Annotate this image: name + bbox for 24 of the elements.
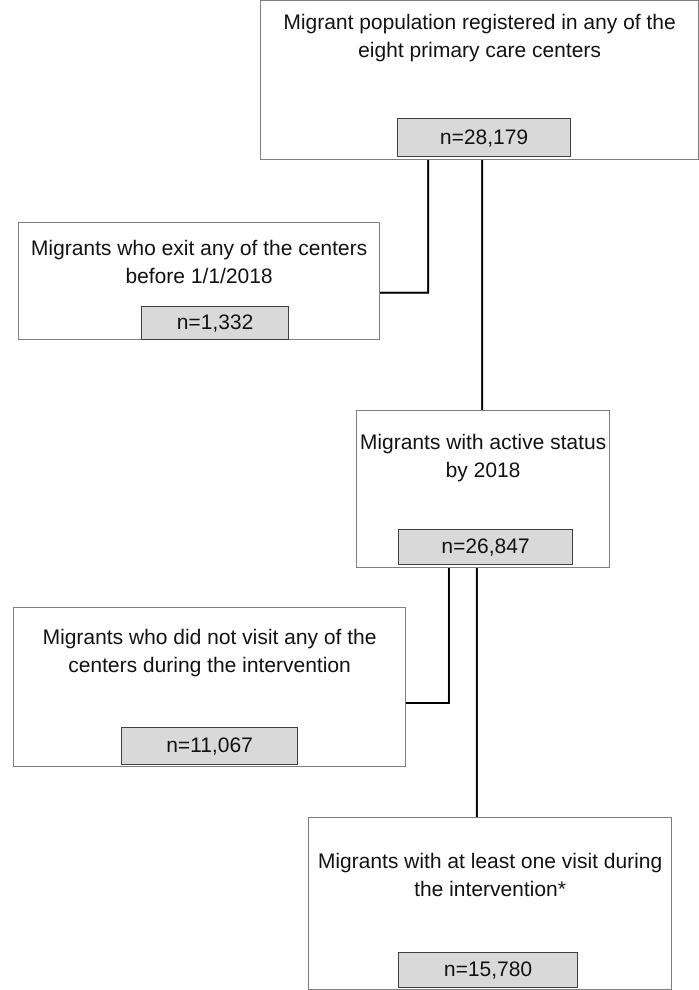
box-heading: Migrants who exit any of the centers before 1/1/2018	[30, 236, 368, 290]
box-heading: Migrants with active status by 2018	[359, 430, 607, 484]
count-label: n=15,780	[444, 957, 532, 984]
count-label: n=28,179	[440, 124, 528, 151]
process-box	[18, 222, 380, 340]
count-label: n=11,067	[166, 733, 253, 760]
count-box	[141, 306, 289, 340]
process-box	[356, 410, 610, 568]
connector-line	[476, 568, 478, 817]
count-box	[121, 727, 298, 765]
box-heading: Migrants who did not visit any of the centers during the intervention	[42, 625, 378, 680]
count-box	[397, 118, 571, 157]
count-label: n=26,847	[441, 534, 530, 560]
process-box	[308, 817, 672, 990]
box-heading: Migrant population registered in any of the eight primary care centers	[282, 10, 677, 64]
box-heading: Migrants with at least one visit during the intervention*	[316, 849, 664, 904]
connector-line	[380, 160, 430, 294]
connector-line	[481, 160, 484, 410]
process-box	[260, 0, 699, 160]
count-box	[398, 529, 573, 565]
count-box	[398, 952, 578, 988]
process-box	[13, 607, 406, 767]
count-label: n=1,332	[176, 310, 254, 336]
connector-line	[406, 568, 450, 704]
